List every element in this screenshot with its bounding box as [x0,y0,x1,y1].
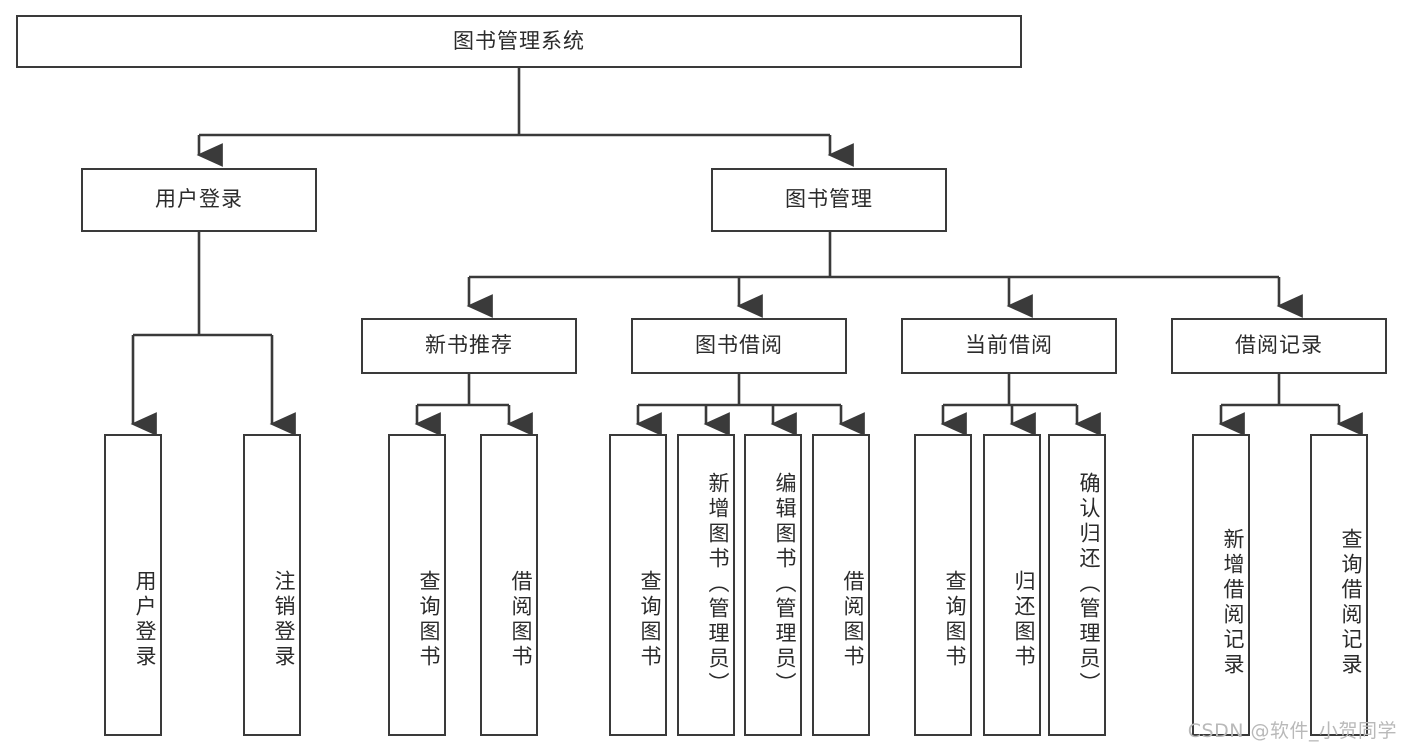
node-leaf-confirm-return-admin[interactable]: 确认归还（管理员） [1048,434,1106,736]
node-label: 查询借阅记录 [1339,528,1363,678]
node-label: 图书借阅 [695,333,783,358]
node-label: 新书推荐 [425,333,513,358]
node-leaf-edit-book-admin[interactable]: 编辑图书（管理员） [744,434,802,736]
node-label: 借阅图书 [509,570,533,670]
node-leaf-query-book-current[interactable]: 查询图书 [914,434,972,736]
node-leaf-user-login[interactable]: 用户登录 [104,434,162,736]
node-book-management[interactable]: 图书管理 [711,168,947,232]
node-label: 确认归还（管理员） [1077,471,1101,697]
node-label: 当前借阅 [965,333,1053,358]
node-leaf-query-borrow-record[interactable]: 查询借阅记录 [1310,434,1368,736]
node-label: 图书管理 [785,187,873,212]
node-label: 注销登录 [272,570,296,670]
node-root-book-management-system[interactable]: 图书管理系统 [16,15,1022,68]
node-user-login[interactable]: 用户登录 [81,168,317,232]
node-label: 借阅图书 [841,570,865,670]
node-book-borrow[interactable]: 图书借阅 [631,318,847,374]
node-new-book-recommend[interactable]: 新书推荐 [361,318,577,374]
node-label: 用户登录 [133,570,157,670]
node-label: 归还图书 [1012,570,1036,670]
node-current-borrow[interactable]: 当前借阅 [901,318,1117,374]
node-label: 图书管理系统 [453,28,585,53]
csdn-watermark: CSDN @软件_小贺同学 [1187,720,1397,742]
node-label: 借阅记录 [1235,333,1323,358]
node-label: 新增图书（管理员） [706,471,730,697]
node-label: 查询图书 [638,570,662,670]
node-leaf-add-borrow-record[interactable]: 新增借阅记录 [1192,434,1250,736]
node-leaf-return-book[interactable]: 归还图书 [983,434,1041,736]
node-label: 新增借阅记录 [1221,528,1245,678]
node-label: 编辑图书（管理员） [773,471,797,697]
node-leaf-query-book-recommend[interactable]: 查询图书 [388,434,446,736]
node-leaf-query-book-borrow[interactable]: 查询图书 [609,434,667,736]
node-label: 查询图书 [943,570,967,670]
node-leaf-borrow-book-recommend[interactable]: 借阅图书 [480,434,538,736]
node-label: 用户登录 [155,187,243,212]
node-leaf-add-book-admin[interactable]: 新增图书（管理员） [677,434,735,736]
node-borrow-record[interactable]: 借阅记录 [1171,318,1387,374]
node-leaf-user-logout[interactable]: 注销登录 [243,434,301,736]
node-label: 查询图书 [417,570,441,670]
node-leaf-borrow-book-borrow[interactable]: 借阅图书 [812,434,870,736]
